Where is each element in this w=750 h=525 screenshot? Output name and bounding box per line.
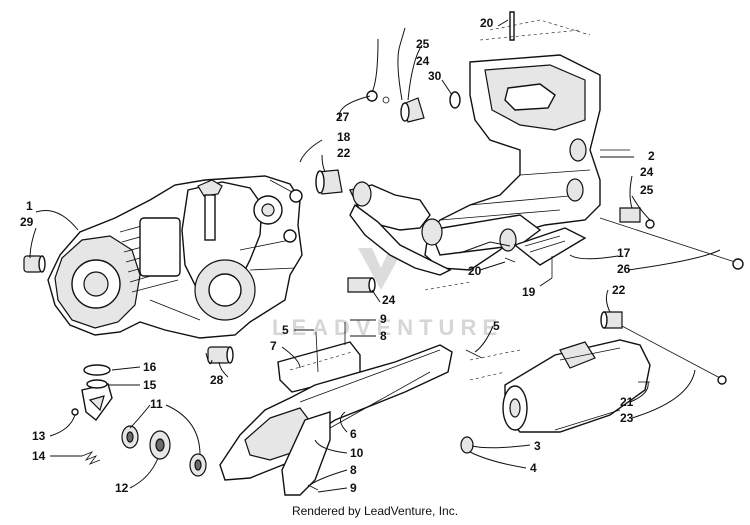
callout-21: 21 <box>620 395 634 409</box>
bushing-24-upper <box>400 97 425 123</box>
callout-5-right: 5 <box>493 319 500 333</box>
bushing-24-engine <box>347 277 376 293</box>
seal-11b <box>189 453 207 477</box>
gasket-15 <box>86 379 108 389</box>
engine-assembly <box>47 175 303 339</box>
callout-29: 29 <box>20 215 34 229</box>
engine-mount-frame <box>348 54 630 276</box>
ghost-outlines <box>424 19 591 381</box>
exhaust-pipe <box>219 344 453 496</box>
callout-numbers: 1 29 2 17 20 19 27 30 24 25 20 18 22 24 … <box>20 16 655 495</box>
callout-1: 1 <box>26 199 33 213</box>
bolt-5-left <box>315 331 319 373</box>
plate-17 <box>513 227 587 266</box>
callout-19: 19 <box>522 285 536 299</box>
bushing-22-right <box>600 311 623 329</box>
callout-24-right: 24 <box>640 165 654 179</box>
exhaust-flange <box>81 383 113 422</box>
bolt-5-right <box>465 349 483 359</box>
callout-22-right: 22 <box>612 283 626 297</box>
washer-30 <box>449 91 461 109</box>
bushing-28 <box>207 346 234 364</box>
callout-8-lower: 8 <box>350 463 357 477</box>
callout-4: 4 <box>530 461 537 475</box>
callout-5-left: 5 <box>282 323 289 337</box>
watermark-text: LEADVENTURE <box>272 315 503 340</box>
callout-13: 13 <box>32 429 46 443</box>
callout-6: 6 <box>350 427 357 441</box>
bushing-18-22 <box>315 169 343 195</box>
callout-26: 26 <box>617 262 631 276</box>
callout-23: 23 <box>620 411 634 425</box>
bolt-20-top <box>509 11 515 41</box>
callout-3: 3 <box>534 439 541 453</box>
callout-10: 10 <box>350 446 364 460</box>
muffler <box>502 339 651 433</box>
credit-line: Rendered by LeadVenture, Inc. <box>291 504 459 518</box>
callout-28: 28 <box>210 373 224 387</box>
bushing-29 <box>23 255 46 273</box>
callout-12: 12 <box>115 481 129 495</box>
callout-25-right: 25 <box>640 183 654 197</box>
callout-9-lower: 9 <box>350 481 357 495</box>
callout-16: 16 <box>143 360 157 374</box>
bolt-26 <box>599 217 744 270</box>
nut-27 <box>366 90 390 104</box>
callout-24-engine: 24 <box>382 293 396 307</box>
callout-2: 2 <box>648 149 655 163</box>
callout-9-upper: 9 <box>380 312 387 326</box>
callout-27: 27 <box>336 110 350 124</box>
gasket-16 <box>83 364 111 376</box>
nut-13 <box>71 408 79 416</box>
callout-8-upper: 8 <box>380 329 387 343</box>
seal-11a <box>121 425 139 449</box>
callout-11: 11 <box>150 397 163 411</box>
callout-17: 17 <box>617 246 631 260</box>
callout-15: 15 <box>143 378 157 392</box>
spring-14 <box>81 451 101 465</box>
callout-25-upper: 25 <box>416 37 430 51</box>
callout-22-upper: 22 <box>337 146 351 160</box>
grommet-4 <box>460 436 474 454</box>
callout-14: 14 <box>32 449 46 463</box>
bolt-20-lower <box>504 257 516 263</box>
leadventure-watermark: LEADVENTURE <box>272 248 503 340</box>
callout-30: 30 <box>428 69 442 83</box>
callout-18: 18 <box>337 130 351 144</box>
coupler-12 <box>149 430 171 460</box>
bolt-23 <box>621 325 727 385</box>
callout-7: 7 <box>270 339 277 353</box>
callout-24-upper: 24 <box>416 54 430 68</box>
fastener-8-9 <box>307 322 346 491</box>
leader-lines <box>29 19 721 493</box>
callout-20-top: 20 <box>480 16 494 30</box>
bushing-24-right <box>619 207 655 229</box>
callout-20-lower: 20 <box>468 264 482 278</box>
